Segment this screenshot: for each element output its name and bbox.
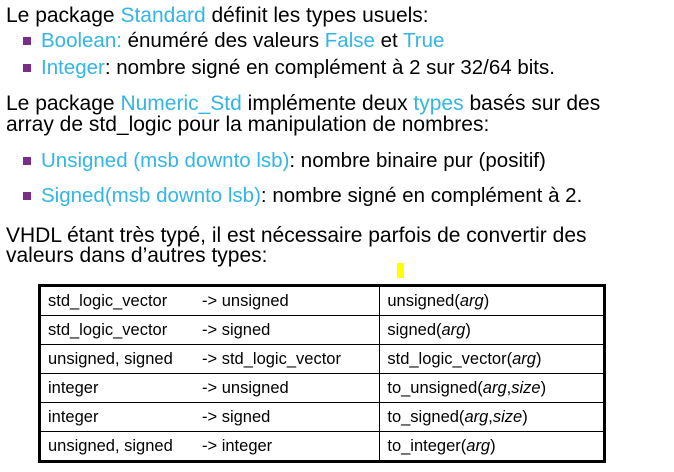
function-cell: to_unsigned(arg,size) [379,373,605,403]
function-close: ) [483,291,490,310]
bullet-text: : nombre binaire pur (positif) [289,149,546,172]
bullet-boolean: Boolean: énuméré des valeurs False et Tr… [23,30,444,51]
bullet-text: et [374,29,404,52]
source-type: std_logic_vector [48,291,168,310]
value-false: False [324,29,375,52]
conversion-cell: integer -> unsigned [38,373,381,403]
table-row: unsigned, signed -> std_logic_vector std_… [38,344,605,374]
text-cursor-marker [397,263,404,278]
target-type: -> unsigned [202,378,289,397]
bullet-term: Integer [41,56,105,79]
function-name: to_signed( [387,407,465,426]
bullet-integer: Integer: nombre signé en complément à 2 … [23,57,555,78]
paragraph-standard-package: Le package Standard définit les types us… [6,5,429,26]
function-close: ) [540,378,547,397]
arg-separator: , [506,378,512,397]
para2-prefix: Le package [6,92,121,115]
function-close: ) [465,320,471,339]
package-name-standard: Standard [120,4,206,27]
target-type: -> unsigned [202,291,289,310]
value-true: True [403,29,445,52]
bullet-term: Signed(msb downto lsb) [41,184,261,207]
para2-suffix: basés sur des [463,92,601,115]
bullet-text: énuméré des valeurs [121,29,325,52]
bullet-term: Boolean: [41,29,122,52]
paragraph-vhdl-typing-line2: valeurs dans d’autres types: [6,244,268,267]
function-arg: size [511,378,541,397]
para1-prefix: Le package [6,4,121,27]
square-bullet-icon [23,192,31,200]
table-row: std_logic_vector -> signed signed(arg) [38,315,605,345]
function-close: ) [535,349,542,368]
bullet-text: : nombre signé en complément à 2 sur 32/… [104,56,555,79]
function-arg: arg [512,349,536,368]
table-row: std_logic_vector -> unsigned unsigned(arg… [38,285,605,316]
function-cell: signed(arg) [379,315,605,345]
function-close: ) [522,407,528,426]
conversion-cell: std_logic_vector -> signed [38,315,381,345]
square-bullet-icon [23,37,31,45]
function-arg: arg [441,320,466,339]
function-cell: std_logic_vector(arg) [379,344,605,374]
paragraph-numeric-std: Le package Numeric_Std implémente deux t… [6,93,600,114]
function-name: unsigned( [387,291,460,310]
conversion-cell: std_logic_vector -> unsigned [38,285,381,316]
bullet-term: Unsigned (msb downto lsb) [41,149,290,172]
target-type: -> std_logic_vector [202,349,341,368]
source-type: unsigned, signed [48,436,173,455]
bullet-signed: Signed(msb downto lsb): nombre signé en … [23,185,582,206]
square-bullet-icon [23,157,31,165]
conversion-table: std_logic_vector-> unsigned unsigned(arg… [38,284,606,463]
function-name: to_integer( [387,436,467,455]
function-close: ) [490,436,496,455]
paragraph-vhdl-typing: VHDL étant très typé, il est nécessaire … [6,224,587,247]
bullet-text: : nombre signé en complément à 2. [260,184,583,207]
para2-middle: implémente deux [241,92,414,115]
table-row: integer -> signed to_signed(arg,size) [38,402,605,432]
package-name-numeric-std: Numeric_Std [120,92,242,115]
target-type: -> integer [202,436,273,455]
source-type: integer [48,378,99,397]
function-cell: to_signed(arg,size) [379,402,605,432]
conversion-cell: integer -> signed [38,402,381,432]
paragraph-numeric-std-line2: array de std_logic pour la manipulation … [6,113,490,136]
function-name: to_unsigned( [387,378,483,397]
function-arg: arg [464,407,489,426]
square-bullet-icon [23,64,31,72]
function-arg: arg [466,436,491,455]
arg-separator: , [488,407,493,426]
bullet-unsigned: Unsigned (msb downto lsb): nombre binair… [23,150,546,171]
function-arg: size [492,407,523,426]
function-arg: arg [459,291,484,310]
conversion-cell: unsigned, signed -> std_logic_vector [38,344,381,374]
para1-suffix: définit les types usuels: [205,4,429,27]
target-type: -> signed [202,407,271,426]
source-type: unsigned, signed [48,349,173,368]
types-word: types [413,92,464,115]
target-type: -> signed [202,320,271,339]
table-row: unsigned, signed -> integer to_integer(ar… [38,431,605,462]
source-type: integer [48,407,99,426]
conversion-cell: unsigned, signed -> integer [38,431,381,462]
source-type: std_logic_vector [48,320,168,339]
function-name: signed( [387,320,442,339]
table-row: integer -> unsigned to_unsigned(arg,size) [38,373,605,403]
function-cell: to_integer(arg) [379,431,605,462]
function-name: std_logic_vector( [387,349,513,368]
function-arg: arg [482,378,507,397]
function-cell: unsigned(arg) [379,285,605,316]
